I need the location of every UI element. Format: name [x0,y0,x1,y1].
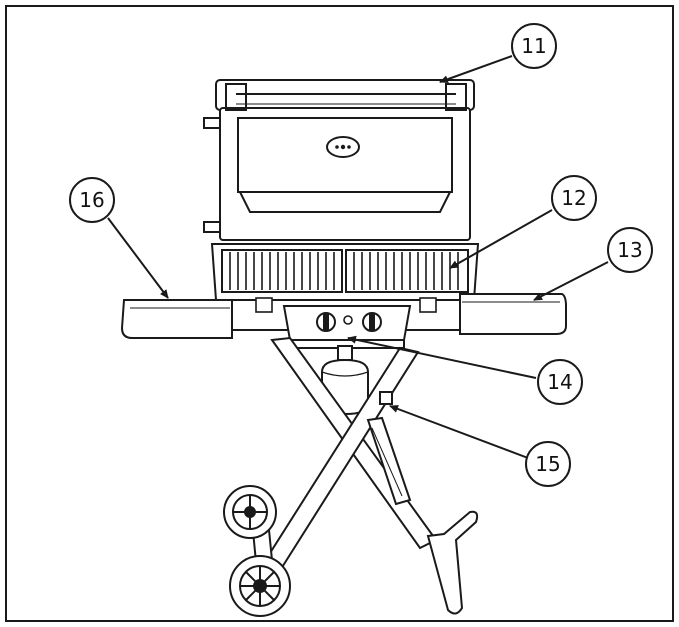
leader-lines [107,55,609,459]
leader-14 [347,335,537,379]
svg-text:15: 15 [535,452,560,476]
svg-text:11: 11 [521,34,546,58]
right-side-table [459,293,567,335]
leader-13 [533,261,609,301]
left-latch [255,297,273,313]
front-wheel [229,555,291,617]
control-panel [282,305,412,349]
left-side-table [120,299,233,339]
svg-text:14: 14 [547,370,572,394]
stand-handle [426,510,479,615]
callout-16: 16 [69,177,115,223]
grill-lid [203,79,475,241]
callout-12: 12 [551,175,597,221]
leader-11 [439,55,513,84]
svg-text:12: 12 [561,186,586,210]
lid-logo-badge [326,136,360,158]
svg-text:16: 16 [79,188,104,212]
leader-12 [449,209,553,269]
diagram-frame [5,5,674,622]
right-latch [419,297,437,313]
leader-15 [389,405,529,459]
callout-13: 13 [607,227,653,273]
callout-14: 14 [537,359,583,405]
cooking-grates [229,252,459,290]
leader-16 [107,217,169,299]
callout-15: 15 [525,441,571,487]
rear-wheel [223,485,277,539]
callout-11: 11 [511,23,557,69]
control-knobs [316,312,382,332]
svg-text:13: 13 [617,238,642,262]
